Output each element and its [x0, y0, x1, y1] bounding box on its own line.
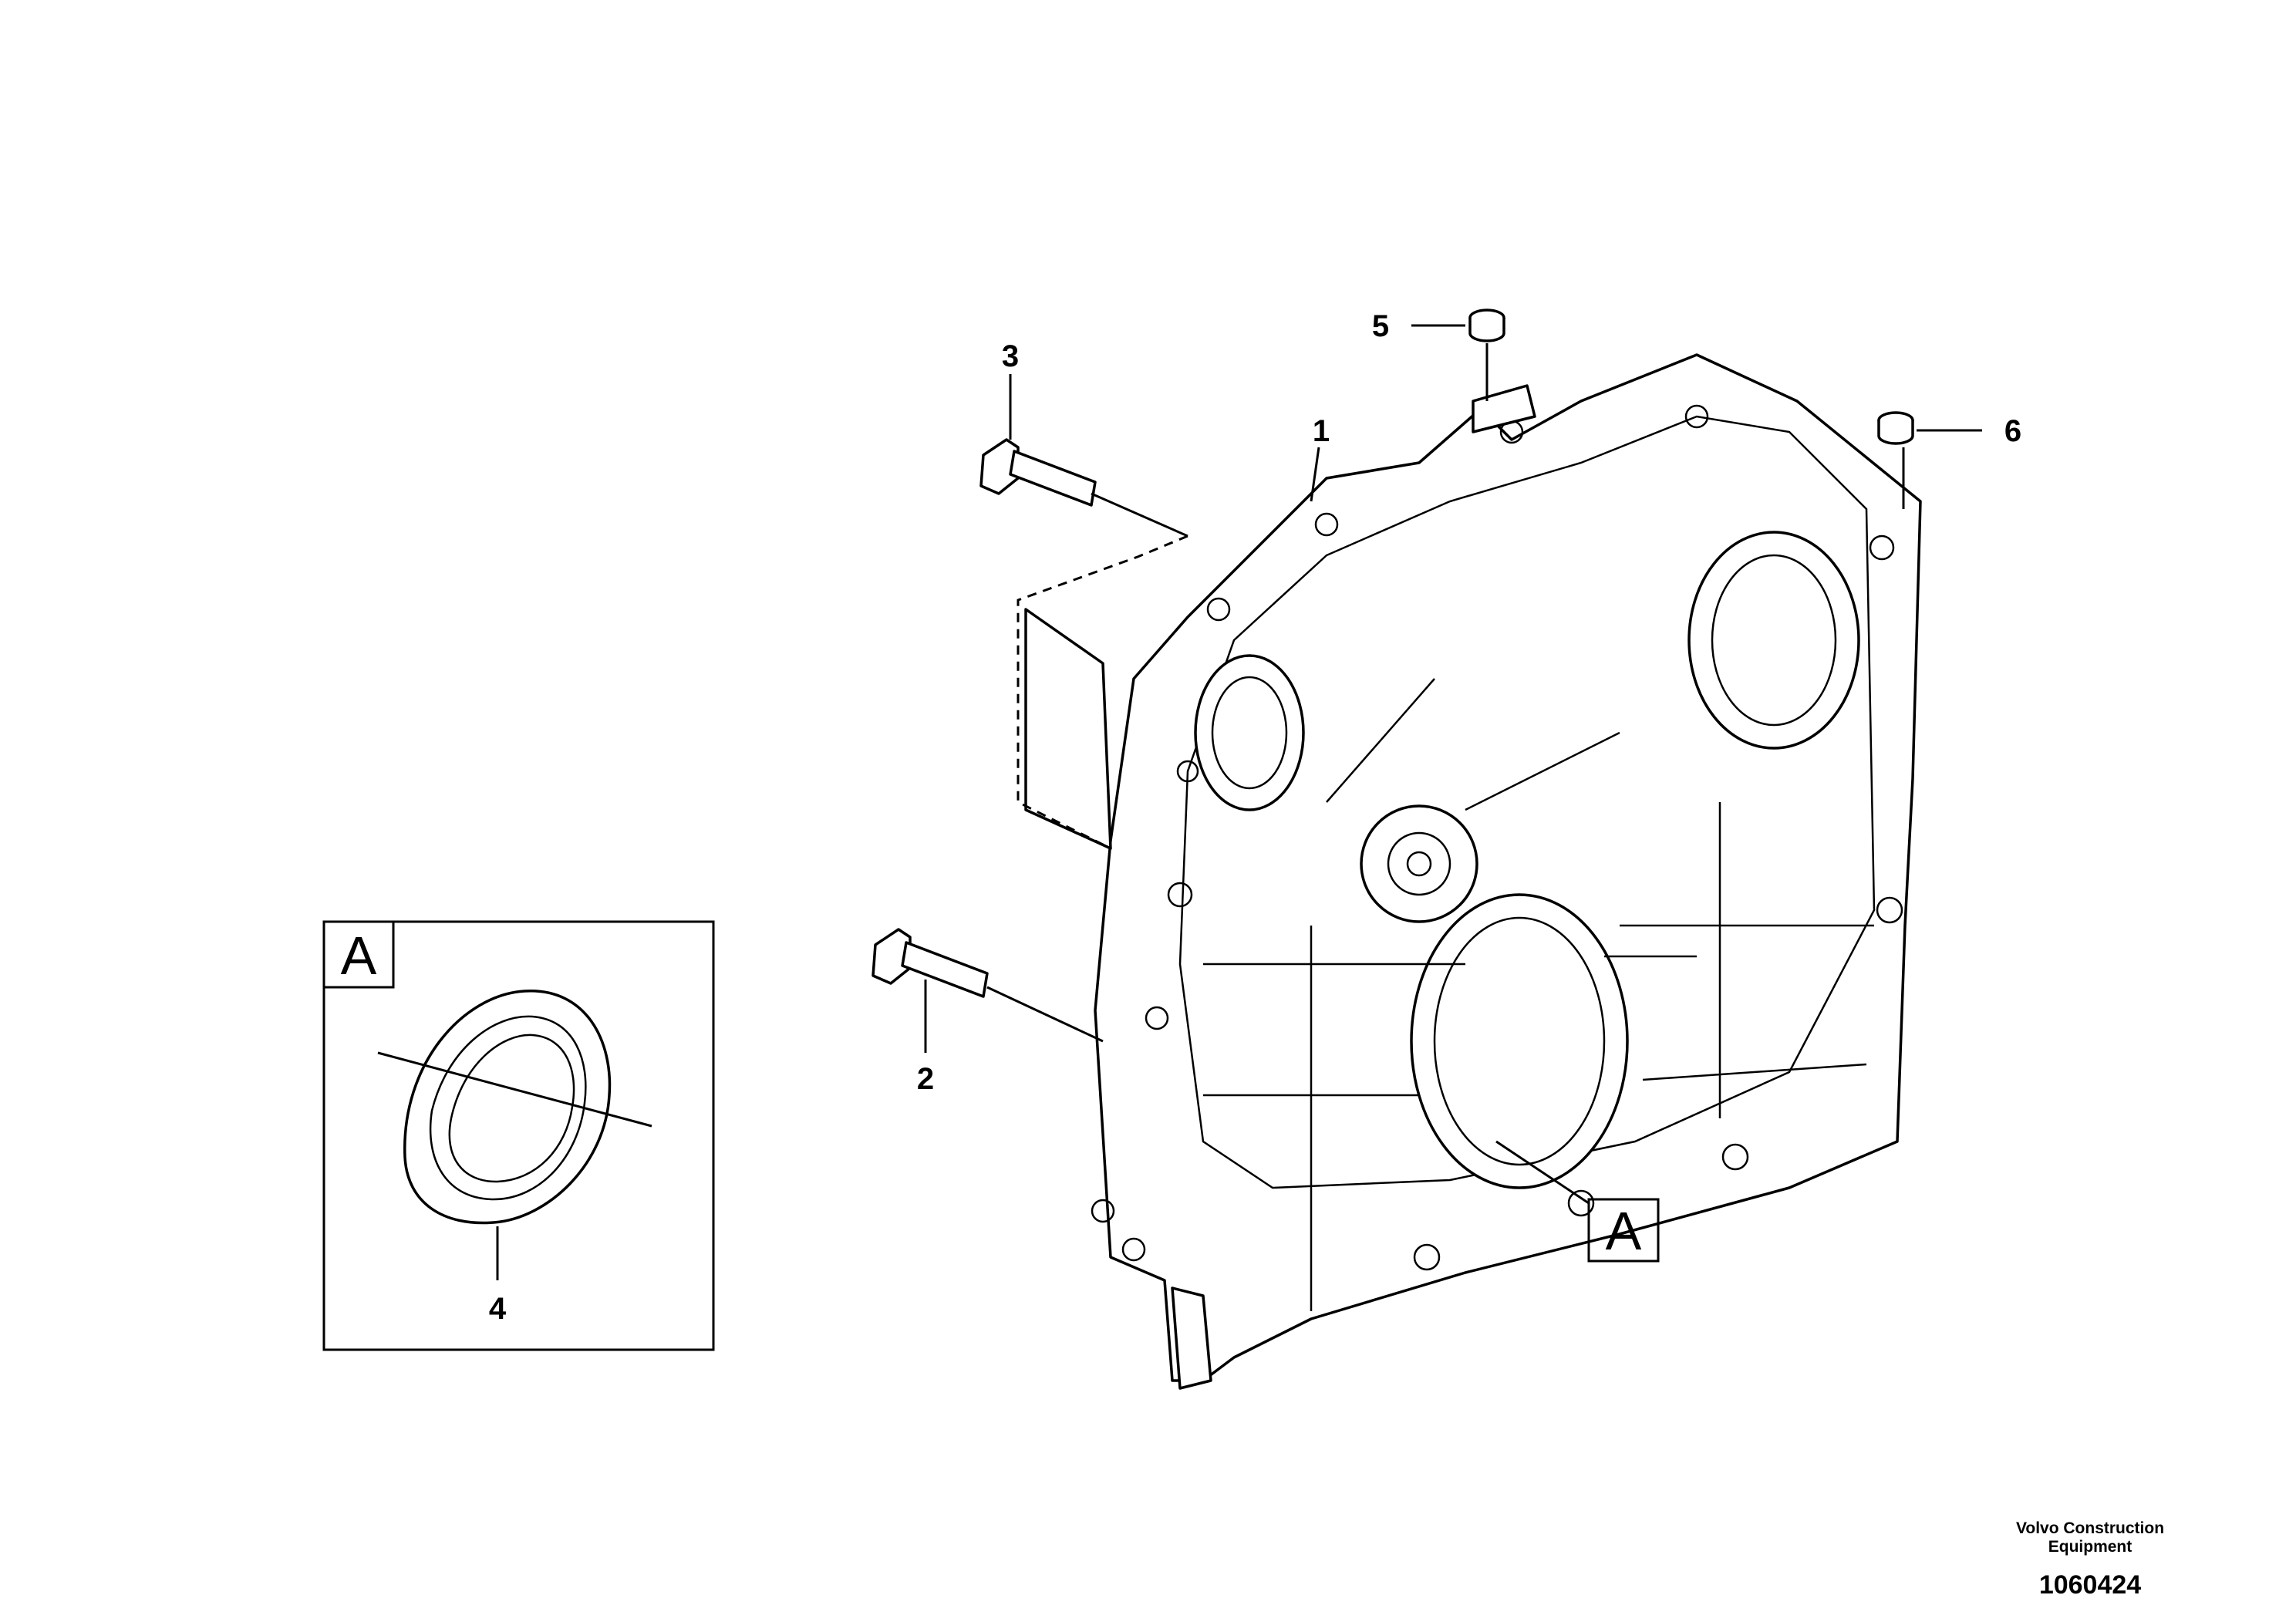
drawing-footer: Volvo Construction Equipment 1060424	[1974, 1519, 2206, 1600]
leader-1	[1310, 447, 1320, 502]
detail-box-a-flag	[322, 920, 395, 989]
plug-6-part	[1877, 411, 1914, 445]
alignment-dashed-line	[1017, 534, 1188, 850]
callout-6: 6	[2004, 414, 2021, 448]
callout-a-label: A	[1606, 1201, 1642, 1261]
detail-box-a	[322, 920, 715, 1351]
seal-axis-line	[377, 1051, 652, 1128]
brand-line-2: Equipment	[2048, 1538, 2132, 1556]
drawing-number: 1060424	[2038, 1570, 2142, 1600]
detail-a-label: A	[341, 926, 377, 986]
timing-cover-part	[1024, 353, 1922, 1390]
bolt-3-part	[979, 438, 1188, 538]
callout-3: 3	[1002, 339, 1019, 373]
bolt-2-part	[872, 928, 1104, 1043]
callout-4: 4	[489, 1292, 507, 1326]
callout-1: 1	[1313, 414, 1330, 448]
plug-5-part	[1468, 309, 1505, 342]
leader-a	[1495, 1140, 1590, 1205]
callout-2: 2	[917, 1062, 934, 1096]
seal-ring-4-part	[403, 990, 612, 1225]
callout-5: 5	[1372, 309, 1389, 343]
brand-line-1: Volvo Construction	[2015, 1519, 2165, 1537]
callout-a-flag	[1587, 1198, 1660, 1263]
